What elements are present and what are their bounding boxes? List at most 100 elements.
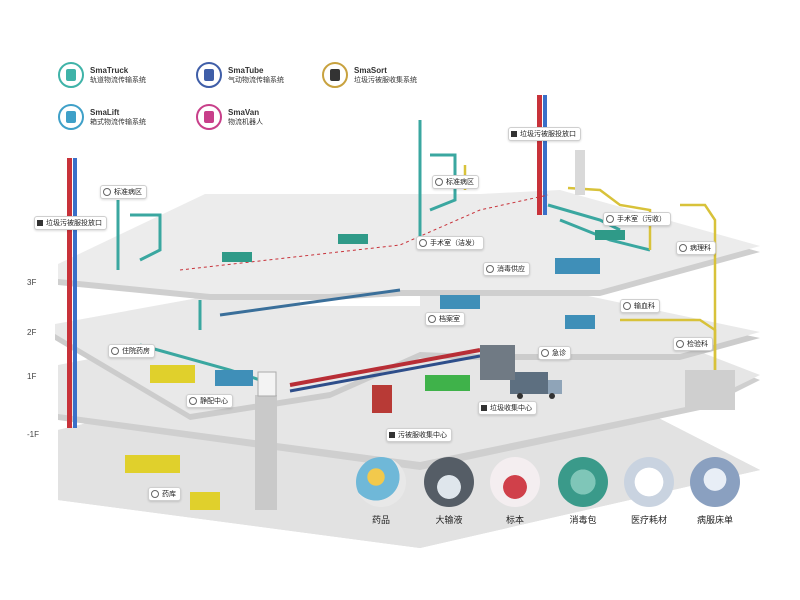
- crates-2f: [150, 365, 195, 383]
- truck-icon: [189, 397, 197, 405]
- label-text: 药库: [162, 491, 176, 498]
- specimen-icon: [490, 457, 540, 507]
- floor-label-b1: -1F: [27, 430, 39, 439]
- label-pharmacy-store: 药库: [148, 487, 181, 501]
- tube-icon: [196, 62, 222, 88]
- column-1: [255, 395, 277, 510]
- truck-icon: [435, 178, 443, 186]
- legend-name: SmaVan: [228, 107, 260, 117]
- square-icon: [511, 131, 517, 137]
- label-text: 急诊: [552, 350, 566, 357]
- tube-icon: [606, 215, 614, 223]
- shaft-right-blue: [543, 95, 547, 215]
- label-text: 静配中心: [200, 398, 228, 405]
- lift-icon: [428, 315, 436, 323]
- floor-label-3f: 3F: [27, 278, 37, 287]
- legend-desc: 气动物流传输系统: [228, 76, 284, 84]
- infusion-icon: [424, 457, 474, 507]
- duct-1f-red: [289, 348, 481, 387]
- label-garbage-center: 垃圾收集中心: [478, 401, 537, 415]
- label-text: 检验科: [687, 341, 708, 348]
- truck: [510, 372, 562, 399]
- category-name: 大输液: [435, 515, 463, 525]
- label-or-dirty: 手术室（污收）: [603, 212, 671, 226]
- legend-name: SmaTruck: [90, 65, 129, 75]
- label-inpatient-pharmacy: 住院药房: [108, 344, 155, 358]
- track-rail-right: [547, 203, 621, 232]
- legend-smavan: SmaVan 物流机器人: [196, 104, 263, 130]
- tube-icon: [679, 244, 687, 252]
- legend-smatruck: SmaTruck 轨道物流传输系统: [58, 62, 146, 88]
- truck-icon: [103, 188, 111, 196]
- label-disinfect: 消毒供应: [483, 262, 530, 276]
- truck-icon: [58, 62, 84, 88]
- category-medicine: 药品: [346, 457, 416, 526]
- legend-name: SmaSort: [354, 65, 387, 75]
- label-lab: 检验科: [673, 337, 713, 351]
- sterile-pack-icon: [558, 457, 608, 507]
- legend-desc: 轨道物流传输系统: [90, 76, 146, 84]
- label-or-clean: 手术室（洁发）: [416, 236, 484, 250]
- category-name: 消毒包: [569, 515, 597, 525]
- label-text: 垃圾收集中心: [490, 405, 532, 412]
- column-2: [685, 370, 735, 410]
- beds-3f: [222, 230, 625, 262]
- label-garbage-port-left: 垃圾污被服投放口: [34, 216, 107, 230]
- label-text: 消毒供应: [497, 266, 525, 273]
- label-text: 输血科: [634, 303, 655, 310]
- legend-desc: 物流机器人: [228, 118, 263, 126]
- linen-icon: [690, 457, 740, 507]
- legend-desc: 垃圾污被服收集系统: [354, 76, 417, 84]
- label-archive: 档案室: [425, 312, 465, 326]
- floor-label-1f: 1F: [27, 372, 37, 381]
- robot-icon: [196, 104, 222, 130]
- category-specimen: 标本: [480, 457, 550, 526]
- category-name: 病服床单: [696, 515, 733, 525]
- label-text: 手术室（洁发）: [430, 240, 479, 247]
- label-laundry-center: 污被服收集中心: [386, 428, 452, 442]
- tube-yellow-2f: [620, 318, 717, 370]
- floor-label-2f: 2F: [27, 328, 37, 337]
- label-text: 标准病区: [114, 189, 142, 196]
- label-pathology: 病理科: [676, 241, 716, 255]
- robot-icon: [151, 490, 159, 498]
- category-linen: 病服床单: [680, 457, 750, 526]
- legend-smalift: SmaLift 箱式物流传输系统: [58, 104, 146, 130]
- column-3: [575, 150, 585, 195]
- label-text: 住院药房: [122, 348, 150, 355]
- shaft-left-blue: [73, 158, 77, 428]
- truck-icon: [419, 239, 427, 247]
- label-text: 档案室: [439, 316, 460, 323]
- label-text: 垃圾污被服投放口: [46, 220, 102, 227]
- truck-icon: [111, 347, 119, 355]
- label-text: 垃圾污被服投放口: [520, 131, 576, 138]
- square-icon: [37, 220, 43, 226]
- crates-blue: [215, 258, 600, 386]
- category-name: 标本: [505, 515, 524, 525]
- medicine-icon: [356, 457, 406, 507]
- label-text: 病理科: [690, 245, 711, 252]
- legend-smatube: SmaTube 气动物流传输系统: [196, 62, 284, 88]
- label-text: 污被服收集中心: [398, 432, 447, 439]
- consumables-icon: [624, 457, 674, 507]
- category-sterile-pack: 消毒包: [548, 457, 618, 526]
- label-text: 手术室（污收）: [617, 216, 666, 223]
- lift-icon: [58, 104, 84, 130]
- machine-1f-unit: [480, 345, 515, 380]
- label-emergency: 急诊: [538, 346, 571, 360]
- track-rail-left: [116, 200, 162, 270]
- label-text: 标准病区: [446, 179, 474, 186]
- label-dispensing: 静配中心: [186, 394, 233, 408]
- legend-desc: 箱式物流传输系统: [90, 118, 146, 126]
- square-icon: [481, 405, 487, 411]
- legend-smasort: SmaSort 垃圾污被服收集系统: [322, 62, 417, 88]
- category-infusion: 大输液: [414, 457, 484, 526]
- shaft-right-red: [537, 95, 542, 215]
- category-name: 药品: [371, 515, 390, 525]
- label-transfusion: 输血科: [620, 299, 660, 313]
- machine-1f-sort: [372, 385, 392, 413]
- label-garbage-port-top: 垃圾污被服投放口: [508, 127, 581, 141]
- sort-icon: [322, 62, 348, 88]
- tube-icon: [676, 340, 684, 348]
